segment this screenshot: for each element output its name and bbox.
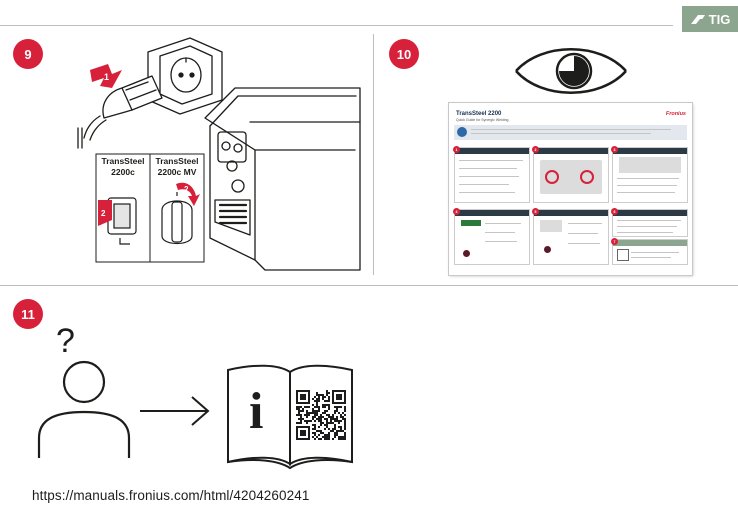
manual-url[interactable]: https://manuals.fronius.com/html/4204260… [32, 488, 310, 503]
step-9-badge: 9 [13, 39, 43, 69]
switch-2200c [107, 197, 137, 245]
guide-card-5: 5 [532, 208, 609, 265]
arrow-1: 1 [90, 64, 122, 88]
guide-card-2: 2 [532, 146, 609, 203]
arrow-2-left: 2 [98, 200, 112, 226]
guide-card-6: 6 [611, 208, 688, 237]
step-9-illustration: 1 2 2 [77, 37, 361, 271]
svg-text:1: 1 [104, 72, 109, 82]
panel-label-2200c: TransSteel 2200c [101, 156, 145, 177]
tig-badge: TIG [682, 6, 738, 32]
quick-guide-document: TransSteel 2200 Quick Guide for Synergic… [449, 103, 692, 275]
torch-icon [690, 14, 705, 24]
top-divider [0, 25, 673, 26]
guide-card-7: 7 [611, 238, 688, 265]
guide-safety-bar [454, 125, 687, 140]
arrow-2-right: 2 [176, 182, 200, 206]
guide-title: TransSteel 2200 [456, 111, 502, 117]
middle-divider [373, 34, 374, 275]
guide-card-3: 3 [611, 146, 688, 203]
mains-plug [77, 75, 163, 149]
section-divider [0, 285, 738, 286]
wall-socket [147, 37, 223, 115]
eye-icon [515, 48, 627, 94]
switch-2200c-mv [161, 192, 193, 245]
guide-card-1: 1 [453, 146, 530, 203]
svg-text:2: 2 [101, 209, 106, 218]
guide-subtitle: Quick Guide for Synergic Welding [456, 118, 509, 122]
step-11-badge: 11 [13, 299, 43, 329]
welding-machine [204, 87, 361, 271]
tig-label: TIG [708, 11, 731, 27]
arrow-right-icon [140, 396, 210, 426]
guide-card-4: 4 [453, 208, 530, 265]
svg-text:2: 2 [184, 185, 189, 194]
info-letter: i [249, 383, 264, 440]
fronius-logo: Fronius [665, 111, 686, 117]
question-mark: ? [56, 322, 75, 360]
qr-code [296, 390, 346, 440]
person-icon [37, 360, 131, 458]
step-10-badge: 10 [389, 39, 419, 69]
machine-grille [218, 203, 248, 225]
panel-label-2200c-mv: TransSteel 2200c MV [155, 156, 199, 177]
